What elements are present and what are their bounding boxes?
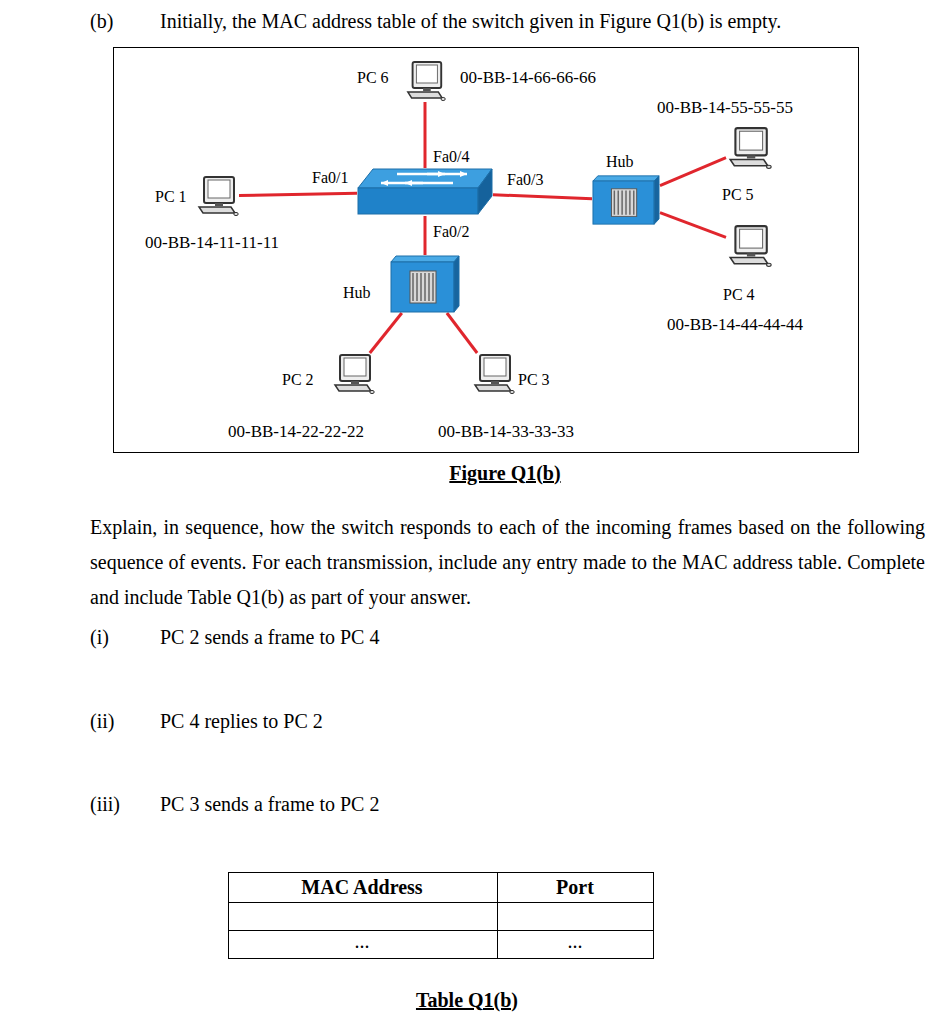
mac-address: 00-BB-14-66-66-66 — [460, 68, 596, 88]
question-text: PC 4 replies to PC 2 — [160, 710, 323, 733]
computer-node: PC 600-BB-14-66-66-66 — [404, 60, 446, 102]
table-caption: Table Q1(b) — [416, 989, 518, 1012]
cable — [239, 193, 357, 195]
table-cell: MAC Address — [301, 876, 422, 899]
pc-icon — [331, 353, 375, 395]
question-text: (iii) — [90, 793, 120, 816]
device-name: PC 3 — [518, 371, 550, 389]
question-text: Initially, the MAC address table of the … — [160, 10, 781, 33]
computer-node: PC 400-BB-14-44-44-44 — [726, 224, 772, 268]
cable — [660, 158, 726, 186]
mac-address: 00-BB-14-55-55-55 — [657, 98, 793, 118]
device-name: PC 4 — [723, 286, 755, 304]
pc-icon — [471, 353, 515, 395]
pc-icon — [726, 126, 772, 170]
cable — [370, 313, 402, 353]
device-name: PC 1 — [155, 188, 187, 206]
question-text: PC 3 sends a frame to PC 2 — [160, 793, 379, 816]
computer-node: 00-BB-14-55-55-55PC 5 — [726, 126, 772, 170]
figure-caption: Figure Q1(b) — [449, 462, 560, 485]
figure-frame — [114, 48, 859, 453]
mac-address: 00-BB-14-44-44-44 — [667, 315, 803, 335]
cable — [424, 102, 427, 168]
cable — [493, 195, 592, 199]
pc-icon — [195, 175, 239, 217]
computer-node: PC 100-BB-14-11-11-11 — [195, 175, 239, 217]
mac-address: 00-BB-14-22-22-22 — [228, 422, 364, 442]
computer-node: PC 200-BB-14-22-22-22 — [331, 353, 375, 395]
table-grid — [229, 873, 654, 959]
hub-node: Hub — [390, 255, 460, 313]
hub-icon — [592, 175, 660, 225]
table-cell: ... — [568, 930, 583, 953]
device-name: PC 2 — [282, 371, 314, 389]
cable — [424, 216, 427, 255]
pc-icon — [404, 60, 446, 102]
cable — [447, 313, 477, 353]
port-label: Fa0/1 — [310, 169, 350, 187]
question-text: (ii) — [90, 710, 114, 733]
table-cell: ... — [355, 930, 370, 953]
computer-node: PC 300-BB-14-33-33-33 — [471, 353, 515, 395]
device-name: PC 5 — [722, 186, 754, 204]
question-text: (b) — [90, 10, 113, 33]
hub-icon — [390, 255, 460, 313]
mac-address: 00-BB-14-33-33-33 — [438, 422, 574, 442]
device-name: Hub — [606, 153, 634, 171]
question-text: Explain, in sequence, how the switch res… — [90, 510, 925, 615]
question-text: (i) — [90, 626, 109, 649]
question-text: PC 2 sends a frame to PC 4 — [160, 626, 379, 649]
switch-node — [357, 168, 493, 216]
port-label: Fa0/4 — [431, 148, 471, 166]
device-name: PC 6 — [357, 69, 389, 87]
pc-icon — [726, 224, 772, 268]
port-label: Fa0/3 — [505, 171, 545, 189]
port-label: Fa0/2 — [431, 223, 471, 241]
mac-address: 00-BB-14-11-11-11 — [145, 233, 279, 253]
switch-icon — [357, 168, 493, 216]
device-name: Hub — [343, 284, 371, 302]
cable — [660, 213, 726, 238]
table-cell: Port — [556, 876, 594, 899]
hub-node: Hub — [592, 175, 660, 225]
